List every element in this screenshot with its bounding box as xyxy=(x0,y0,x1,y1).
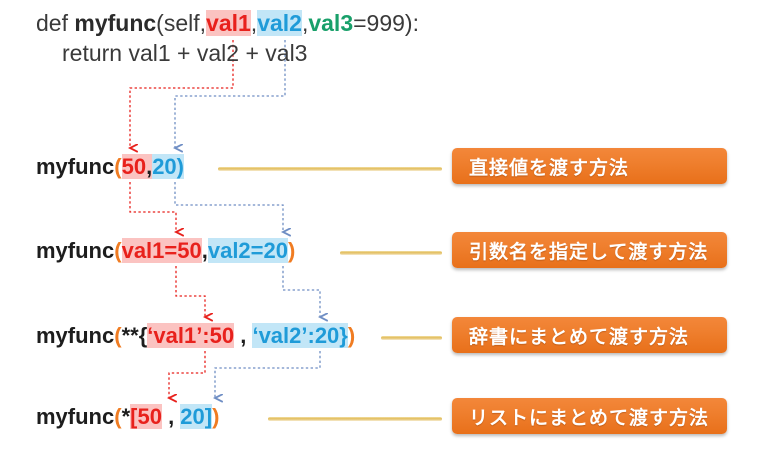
call-list-open: ( xyxy=(114,404,122,429)
call-dict-brace-open: { xyxy=(138,323,148,348)
call-keyword-open: ( xyxy=(114,238,122,263)
definition-line-1: def myfunc(self,val1,val2,val3=999): xyxy=(36,8,419,38)
connector-line-direct xyxy=(218,167,442,171)
label-dict: 辞書にまとめて渡す方法 xyxy=(452,317,727,353)
call-direct-open: ( xyxy=(114,154,122,179)
label-keyword-text: 引数名を指定して渡す方法 xyxy=(469,241,709,263)
call-direct-close: ) xyxy=(176,154,184,179)
call-dict: myfunc(**{‘val1’:50 , ‘val2’:20}) xyxy=(36,319,355,353)
call-list-bracket-open: [ xyxy=(130,404,138,429)
wire-call1-to-call2-blue xyxy=(174,182,283,232)
call-keyword-close: ) xyxy=(287,238,296,263)
label-keyword: 引数名を指定して渡す方法 xyxy=(452,232,727,268)
def-keyword: def xyxy=(36,10,75,36)
param-default: =999): xyxy=(353,10,419,36)
param-val2: val2 xyxy=(257,10,302,36)
param-self: self, xyxy=(163,10,207,36)
call-keyword-arg2: val2=20 xyxy=(207,238,288,263)
call-dict-arg2: ‘val2’:20 xyxy=(252,323,340,348)
call-list-stars: * xyxy=(121,404,131,429)
wire-call1-to-call2-red xyxy=(129,182,176,232)
connector-line-dict xyxy=(381,336,442,340)
function-name: myfunc xyxy=(74,10,157,36)
open-paren: ( xyxy=(156,10,164,36)
call-keyword-fn: myfunc xyxy=(36,238,115,263)
label-dict-text: 辞書にまとめて渡す方法 xyxy=(469,326,690,348)
call-dict-arg1: ‘val1’:50 xyxy=(147,323,235,348)
call-direct-arg1: 50 xyxy=(121,154,147,179)
call-list-arg1: 50 xyxy=(137,404,162,429)
call-list-close: ) xyxy=(212,404,220,429)
call-dict-sep: , xyxy=(234,323,253,348)
call-direct-sep: , xyxy=(146,154,153,179)
wire-call2-to-call3-red xyxy=(175,266,205,317)
label-direct: 直接値を渡す方法 xyxy=(452,148,727,184)
call-dict-close: ) xyxy=(347,323,356,348)
call-list-bracket-close: ] xyxy=(204,404,213,429)
call-dict-open: ( xyxy=(114,323,122,348)
label-direct-text: 直接値を渡す方法 xyxy=(469,157,630,179)
connector-line-list xyxy=(268,417,442,421)
connector-line-keyword xyxy=(340,251,442,255)
call-keyword: myfunc(val1=50,val2=20) xyxy=(36,234,295,268)
call-dict-brace-close: } xyxy=(339,323,348,348)
param-val1: val1 xyxy=(206,10,251,36)
call-direct-fn: myfunc xyxy=(36,154,115,179)
call-dict-fn: myfunc xyxy=(36,323,115,348)
call-direct: myfunc(50,20) xyxy=(36,150,184,184)
call-list-arg2: 20 xyxy=(180,404,205,429)
wire-call3-to-call4-red xyxy=(169,351,206,398)
call-list-fn: myfunc xyxy=(36,404,115,429)
param-comma-2: , xyxy=(301,10,309,36)
call-keyword-sep: , xyxy=(201,238,208,263)
param-comma-1: , xyxy=(250,10,258,36)
param-val3: val3 xyxy=(308,10,354,36)
call-dict-stars: ** xyxy=(121,323,139,348)
call-list-sep: , xyxy=(161,404,181,429)
label-list-text: リストにまとめて渡す方法 xyxy=(469,407,710,429)
call-list: myfunc(*[50 , 20]) xyxy=(36,400,219,434)
call-direct-arg2: 20 xyxy=(152,154,177,179)
call-keyword-arg1: val1=50 xyxy=(121,238,202,263)
wire-call3-to-call4-blue xyxy=(215,351,321,398)
function-definition: def myfunc(self,val1,val2,val3=999): ret… xyxy=(36,8,419,128)
label-list: リストにまとめて渡す方法 xyxy=(452,398,727,434)
definition-line-2: return val1 + val2 + val3 xyxy=(62,40,308,66)
wire-call2-to-call3-blue xyxy=(282,266,320,317)
